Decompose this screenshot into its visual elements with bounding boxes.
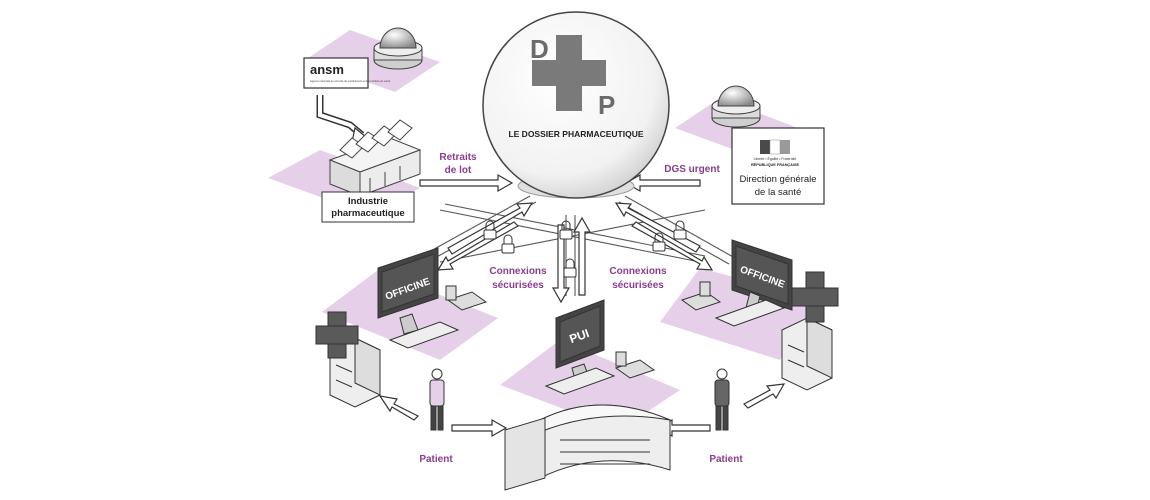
- logo-letter-d: D: [530, 34, 549, 64]
- pad-ansm-lamp: [305, 30, 440, 92]
- dp-cross-logo: [532, 35, 606, 111]
- dgs-label-line1: Direction générale: [739, 174, 816, 185]
- french-flag-logo: [760, 139, 790, 155]
- ansm-sign: ansm Agence nationale de sécurité du méd…: [303, 57, 391, 89]
- patient-left-label: Patient: [419, 454, 453, 465]
- padlock-icon: [652, 232, 666, 252]
- alarm-lamp-icon: [373, 27, 423, 70]
- recall-label-line1: Retraits: [439, 152, 477, 163]
- arrow-left-down: [436, 221, 519, 271]
- dgs-republic: RÉPUBLIQUE FRANÇAISE: [751, 162, 800, 167]
- recall-label-line2: de lot: [445, 165, 472, 176]
- dgs-motto: Liberté • Égalité • Fraternité: [754, 156, 797, 161]
- dgs-urgent-label: DGS urgent: [664, 164, 720, 175]
- patient-right-label: Patient: [709, 454, 743, 465]
- arrow-dgs: [624, 173, 701, 193]
- arrow-patient-left-to-hospital: [451, 418, 508, 438]
- arrow-right-up: [614, 202, 701, 253]
- arrow-hospital-up: [572, 216, 592, 296]
- left-pharmacy-cross-icon: [315, 311, 359, 359]
- hospital-building: [504, 404, 671, 491]
- right-pharmacy-building: [781, 317, 833, 391]
- arrow-recall: [419, 173, 514, 193]
- ansm-logo: ansm: [310, 62, 344, 77]
- ansm-caption: Agence nationale de sécurité du médicame…: [310, 79, 391, 83]
- arrow-patient-right-to-pharmacy: [743, 383, 786, 409]
- padlock-icon: [483, 220, 497, 240]
- right-pharmacy-cross-icon: [791, 271, 839, 323]
- logo-letter-p: P: [598, 90, 615, 120]
- dgs-label-line2: de la santé: [755, 187, 801, 198]
- patient-left-figure: [429, 368, 445, 431]
- arrow-right-down: [631, 221, 714, 271]
- dgs-panel: Liberté • Égalité • Fraternité RÉPUBLIQU…: [731, 127, 825, 205]
- secure-left-line1: Connexions: [489, 266, 547, 277]
- industry-label-line1: Industrie: [348, 196, 388, 207]
- secure-left-line2: sécurisées: [492, 280, 544, 291]
- hospital-workstation: [544, 299, 656, 395]
- arrow-left-up: [447, 202, 534, 255]
- right-workstation: [680, 239, 793, 327]
- secure-right-line2: sécurisées: [612, 280, 664, 291]
- padlock-icon: [501, 234, 515, 254]
- central-title: LE DOSSIER PHARMACEUTIQUE: [508, 129, 643, 139]
- hospital-screen-label: PUI: [568, 326, 592, 346]
- industry-label-line2: pharmaceutique: [331, 208, 404, 219]
- patient-right-figure: [714, 368, 730, 431]
- factory-icon: [328, 119, 422, 197]
- arrows: [316, 95, 786, 438]
- secure-right-line1: Connexions: [609, 266, 667, 277]
- industry-label-box: [321, 191, 415, 223]
- padlock-icon: [673, 220, 687, 240]
- left-workstation: [377, 247, 488, 349]
- padlocks: [483, 220, 687, 278]
- padlock-icon: [559, 220, 573, 240]
- padlock-icon: [563, 258, 577, 278]
- central-sphere: D P LE DOSSIER PHARMACEUTIQUE: [482, 11, 670, 199]
- arrow-patient-left-to-pharmacy: [378, 395, 420, 421]
- alarm-lamp-icon: [711, 85, 761, 128]
